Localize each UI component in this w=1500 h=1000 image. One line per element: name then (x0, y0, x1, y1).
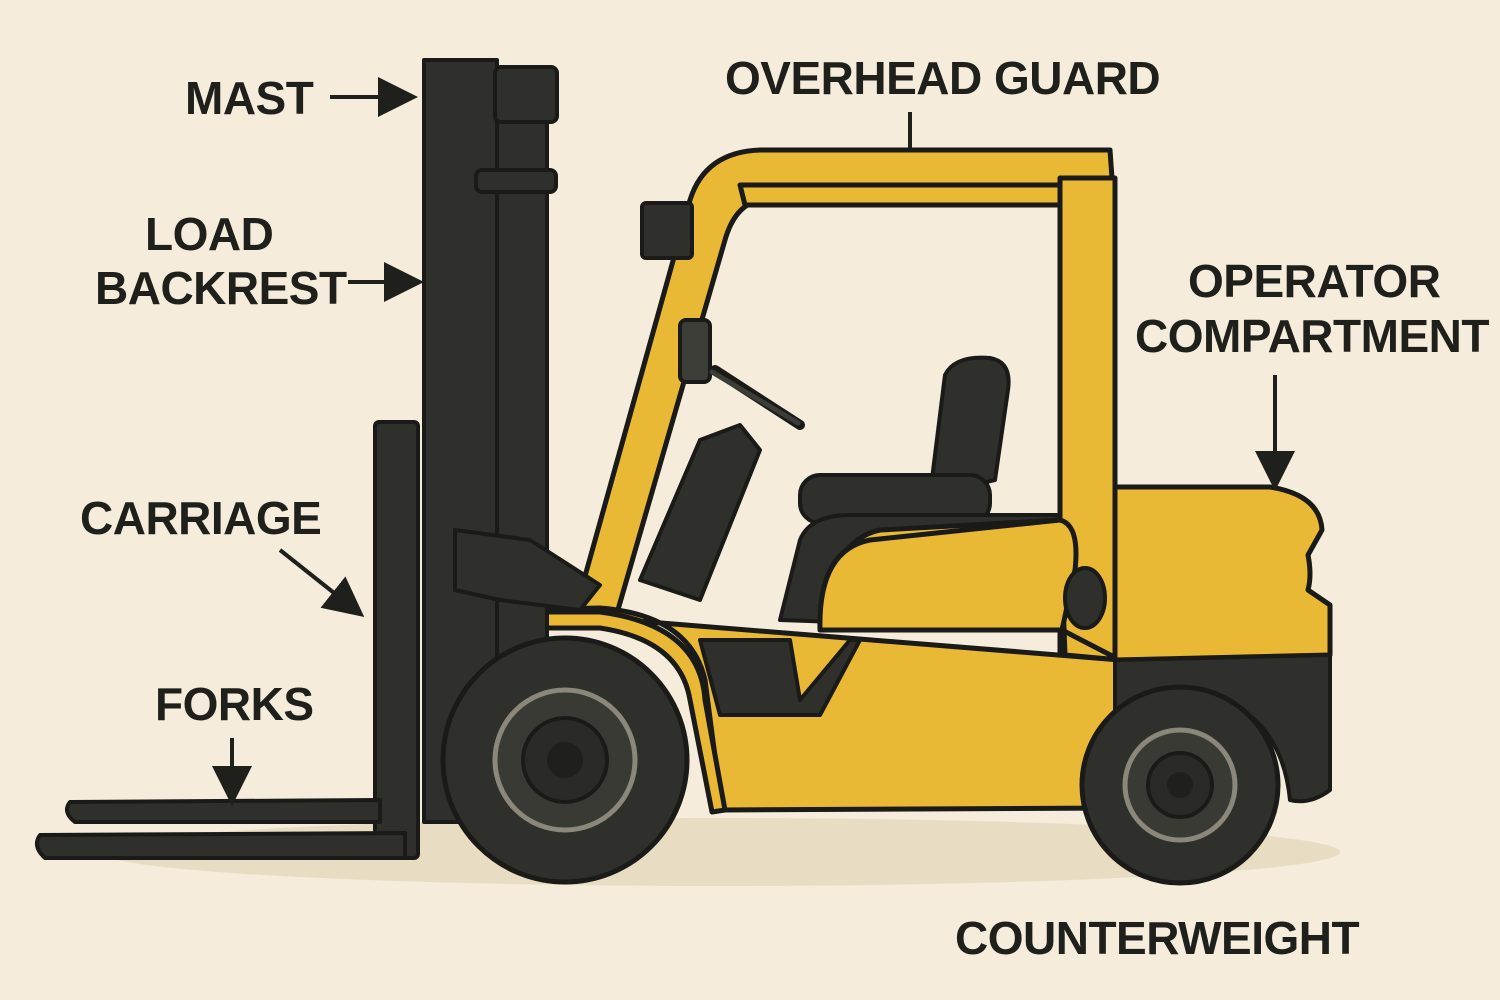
counterweight (1112, 484, 1333, 663)
side-vent (1063, 566, 1107, 630)
mirror (678, 318, 712, 384)
label-overhead-guard: OVERHEAD GUARD (725, 52, 1160, 104)
label-forks: FORKS (155, 678, 314, 730)
fork-upper (64, 798, 382, 824)
label-load-backrest-line1: LOAD (145, 208, 273, 260)
overhead-guard-crossbar (737, 182, 1063, 208)
side-panel (817, 517, 1079, 633)
tilt-cylinder (453, 528, 602, 612)
front-wheel (440, 635, 690, 885)
floor-step (698, 638, 862, 717)
forklift-illustration (34, 58, 1333, 886)
rear-wheel (1079, 684, 1281, 886)
light (640, 201, 694, 260)
fork-lower (34, 831, 407, 860)
label-operator-line2: COMPARTMENT (1135, 310, 1489, 362)
rear-hub-cap (1167, 772, 1193, 798)
carriage (373, 420, 420, 860)
front-fender (497, 609, 728, 815)
label-load-backrest-line2: BACKREST (95, 262, 347, 314)
steering-wheel-highlight (709, 369, 801, 426)
mast-crossbar (474, 168, 558, 194)
mast-top-cap (493, 65, 559, 124)
label-mast: MAST (185, 72, 314, 124)
label-operator-line1: OPERATOR (1188, 255, 1441, 307)
seat-backrest (928, 355, 1011, 497)
steering-column (638, 423, 762, 602)
label-carriage: CARRIAGE (80, 492, 321, 544)
arrow-carriage (278, 548, 365, 617)
front-hub-cap (547, 742, 583, 778)
label-counterweight: COUNTERWEIGHT (955, 912, 1359, 964)
